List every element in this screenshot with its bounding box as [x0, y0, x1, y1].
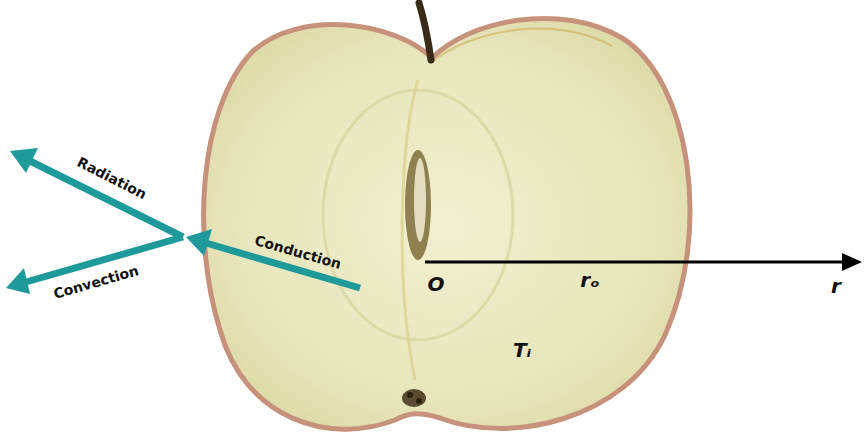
arrowhead [6, 268, 30, 294]
apple-skin-top [432, 29, 612, 62]
core-line [323, 90, 513, 340]
radius-label: rₒ [580, 270, 600, 290]
apple-flesh [204, 18, 690, 429]
axis-label: r [831, 276, 841, 296]
temperature-label: Tᵢ [513, 340, 531, 360]
origin-label: O [427, 274, 444, 294]
heat-arrows [6, 148, 360, 294]
calyx-dot [407, 392, 413, 398]
seed [414, 158, 426, 242]
arrowhead [10, 148, 38, 173]
seed-cavity [405, 150, 431, 260]
heat-mode-label: Radiation [75, 155, 149, 202]
r-axis [425, 261, 846, 264]
arrowhead [186, 229, 212, 256]
apple-calyx [402, 389, 426, 407]
axis-arrowhead [842, 253, 862, 271]
apple-stem [419, 3, 431, 60]
calyx-dot [416, 398, 422, 404]
